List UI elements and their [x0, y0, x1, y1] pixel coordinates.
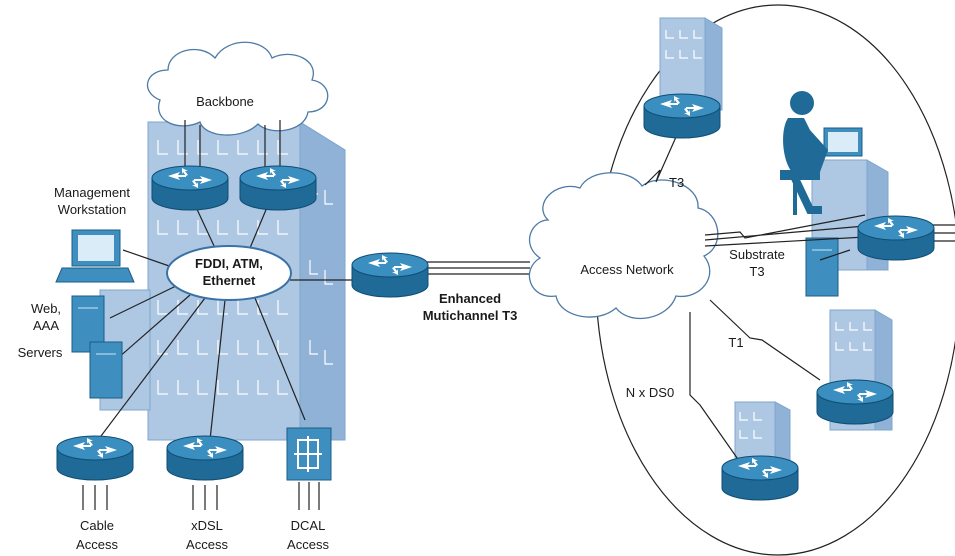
cable-label-line2: Access: [76, 537, 118, 552]
xdsl-label-line1: xDSL: [191, 518, 223, 533]
enhanced-label-line2: Mutichannel T3: [423, 308, 518, 323]
access-network-cloud-icon: Access Network: [528, 172, 719, 320]
cable-access-router-icon: [56, 435, 134, 481]
access-network-label: Access Network: [580, 262, 674, 277]
substrate-label-line1: Substrate: [729, 247, 785, 262]
backbone-cloud-icon: Backbone: [146, 41, 329, 136]
router-icon: [721, 455, 799, 501]
dcal-switch-icon: [286, 427, 332, 481]
edge-router-icon: [351, 252, 429, 298]
fddi-label-line1: FDDI, ATM,: [195, 256, 263, 271]
cable-label-line1: Cable: [80, 518, 114, 533]
t1-label: T1: [728, 335, 743, 350]
wan-links: [644, 127, 955, 466]
enhanced-label-line1: Enhanced: [439, 291, 501, 306]
user-icon: [780, 91, 863, 215]
dcal-label-line1: DCAL: [291, 518, 326, 533]
servers-label-line2: AAA: [33, 318, 59, 333]
server-icon: [805, 237, 839, 297]
substrate-label-line2: T3: [749, 264, 764, 279]
servers-label-line1: Web,: [31, 301, 61, 316]
xdsl-label-line2: Access: [186, 537, 228, 552]
servers-label-line3: Servers: [18, 345, 63, 360]
router-icon: [643, 93, 721, 139]
t3-label: T3: [669, 175, 684, 190]
server-icon: [71, 295, 123, 399]
backbone-label: Backbone: [196, 94, 254, 109]
router-icon: [816, 379, 894, 425]
xdsl-access-router-icon: [166, 435, 244, 481]
t3-links: [420, 261, 530, 275]
management-label-line2: Workstation: [58, 202, 126, 217]
backbone-router-left-icon: [151, 165, 229, 211]
access-drop-lines: [82, 482, 320, 510]
management-label-line1: Management: [54, 185, 130, 200]
ndso-label: N x DS0: [626, 385, 674, 400]
backbone-links: [97, 120, 360, 441]
dcal-label-line2: Access: [287, 537, 329, 552]
workstation-icon: [55, 229, 135, 283]
router-icon: [857, 215, 935, 261]
backbone-router-right-icon: [239, 165, 317, 211]
fddi-atm-ethernet-lan: FDDI, ATM, Ethernet: [166, 245, 292, 301]
fddi-label-line2: Ethernet: [203, 273, 256, 288]
